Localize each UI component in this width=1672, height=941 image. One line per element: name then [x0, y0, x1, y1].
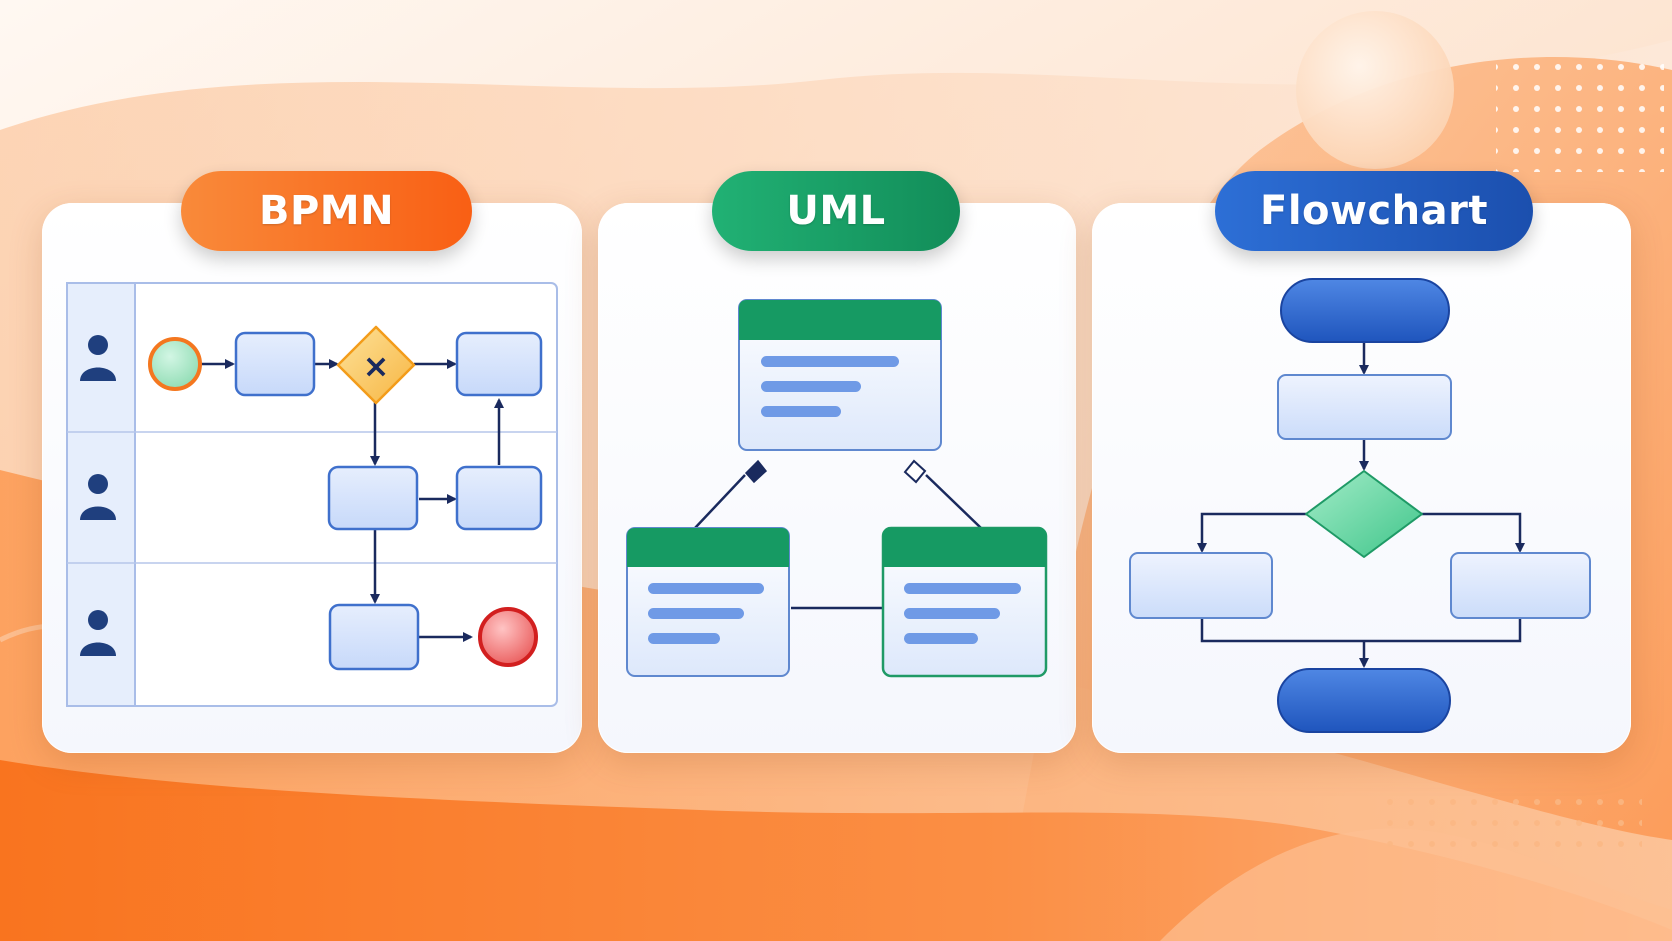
bpmn-title: BPMN: [258, 188, 395, 234]
start-terminator: [1280, 278, 1450, 343]
flowchart-title: Flowchart: [1260, 188, 1488, 234]
person-icon: [80, 474, 116, 520]
uml-title: UML: [786, 188, 886, 234]
flowchart-title-pill: Flowchart: [1215, 171, 1533, 251]
composition-diamond-icon: [744, 459, 768, 484]
end-terminator: [1277, 668, 1451, 733]
uml-class-box: [626, 527, 790, 677]
task-node: [234, 331, 316, 397]
process-node: [1450, 552, 1591, 619]
task-node: [455, 465, 543, 531]
uml-class-box: [738, 299, 942, 451]
flowchart-panel: [1092, 203, 1631, 753]
start-event: [148, 337, 202, 391]
uml-class-box: [881, 526, 1048, 678]
uml-panel: [598, 203, 1076, 753]
flowchart-connectors: [1197, 342, 1525, 668]
task-node: [327, 465, 419, 531]
task-node: [455, 331, 543, 397]
aggregation-diamond-icon: [903, 459, 927, 484]
exclusive-gateway: ×: [336, 325, 416, 405]
flowchart-diagram: [1129, 278, 1591, 733]
bpmn-diagram: ×: [66, 282, 558, 707]
decision-diamond: [1305, 470, 1423, 558]
uml-relations: [694, 474, 982, 610]
task-node: [328, 603, 420, 671]
uml-diagram: [626, 299, 1048, 678]
person-icon: [80, 335, 116, 381]
end-event: [478, 607, 538, 667]
person-icon: [80, 610, 116, 656]
bpmn-connectors: [201, 359, 504, 642]
bpmn-panel: ×: [42, 203, 582, 753]
uml-title-pill: UML: [712, 171, 960, 251]
process-node: [1277, 374, 1452, 440]
gateway-symbol: ×: [363, 347, 390, 385]
process-node: [1129, 552, 1273, 619]
bpmn-title-pill: BPMN: [181, 171, 472, 251]
